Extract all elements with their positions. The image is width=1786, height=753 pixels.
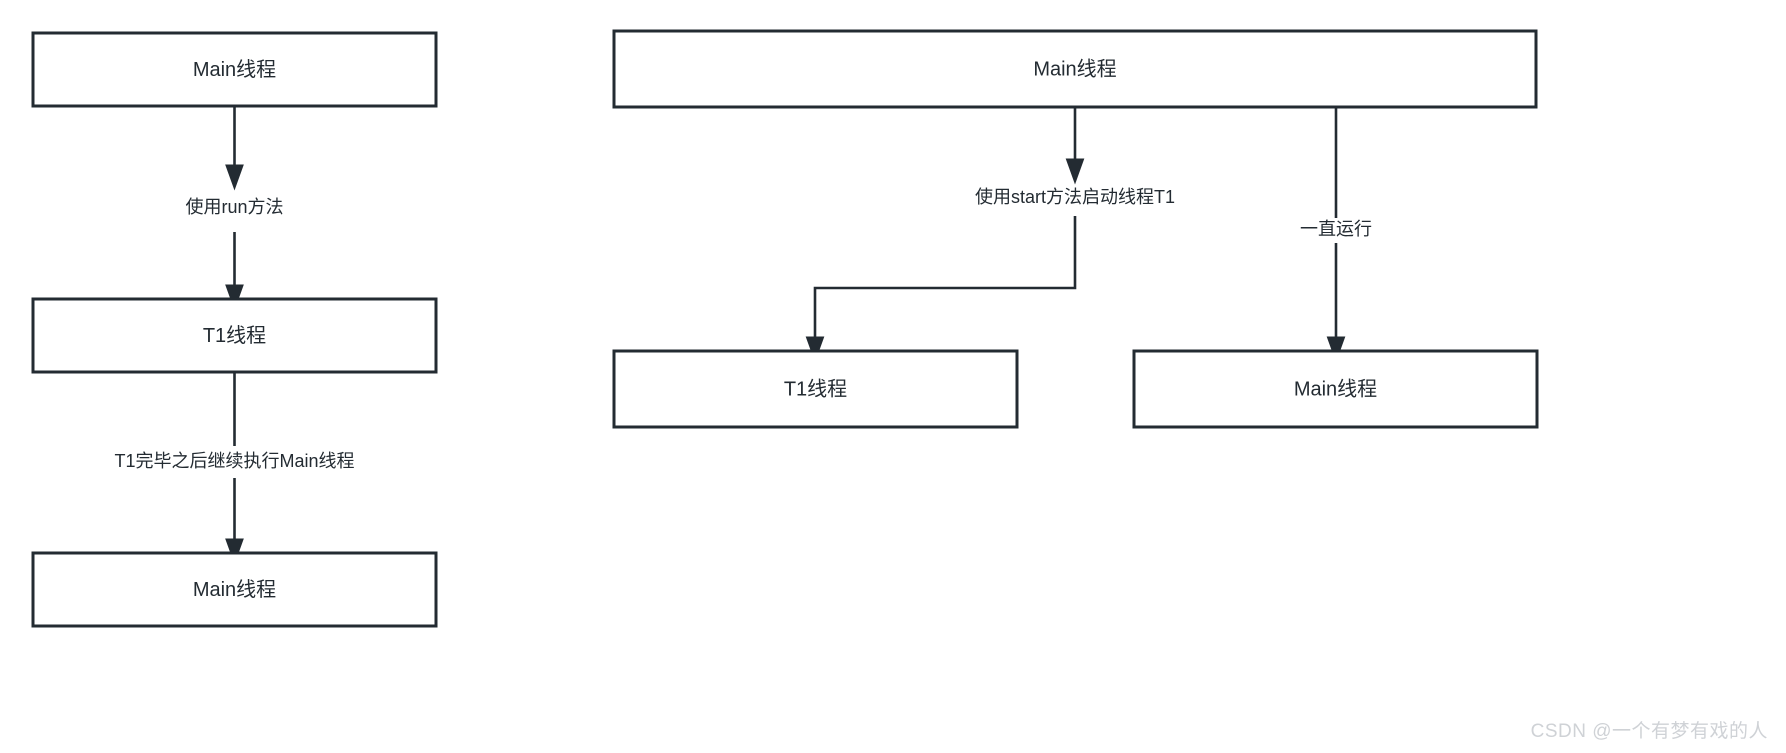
node-rect bbox=[31, 31, 438, 108]
right-edge-label-start: 使用start方法启动线程T1 bbox=[975, 187, 1175, 207]
node-rect bbox=[31, 551, 438, 628]
left-node-main-bottom[interactable]: Main线程 bbox=[31, 551, 438, 628]
left-edge-label-continue: T1完毕之后继续执行Main线程 bbox=[114, 451, 354, 471]
right-elbow-start-to-t1 bbox=[805, 216, 1077, 363]
right-node-t1[interactable]: T1线程 bbox=[612, 349, 1019, 429]
csdn-watermark: CSDN @一个有梦有戏的人 bbox=[1530, 721, 1768, 742]
node-rect bbox=[612, 29, 1538, 109]
node-rect bbox=[612, 349, 1019, 429]
node-label: Main线程 bbox=[1033, 57, 1116, 80]
right-node-main-bottom[interactable]: Main线程 bbox=[1132, 349, 1539, 429]
right-edge-label-running: 一直运行 bbox=[1300, 219, 1372, 239]
node-label: Main线程 bbox=[1294, 377, 1377, 400]
node-label: T1线程 bbox=[784, 377, 847, 400]
node-rect bbox=[1132, 349, 1539, 429]
left-edge-label-run: 使用run方法 bbox=[185, 197, 283, 217]
node-label: Main线程 bbox=[193, 58, 276, 81]
left-node-main-top[interactable]: Main线程 bbox=[31, 31, 438, 108]
left-diagram-group: Main线程 使用run方法 T1线程 T1完毕之后继续执行Main线程 bbox=[31, 31, 438, 628]
left-node-t1[interactable]: T1线程 bbox=[31, 297, 438, 374]
right-node-main-top[interactable]: Main线程 bbox=[612, 29, 1538, 109]
node-rect bbox=[31, 297, 438, 374]
node-label: T1线程 bbox=[203, 324, 266, 347]
node-label: Main线程 bbox=[193, 578, 276, 601]
right-diagram-group: Main线程 使用start方法启动线程T1 一直运行 T1线程 M bbox=[612, 29, 1539, 429]
